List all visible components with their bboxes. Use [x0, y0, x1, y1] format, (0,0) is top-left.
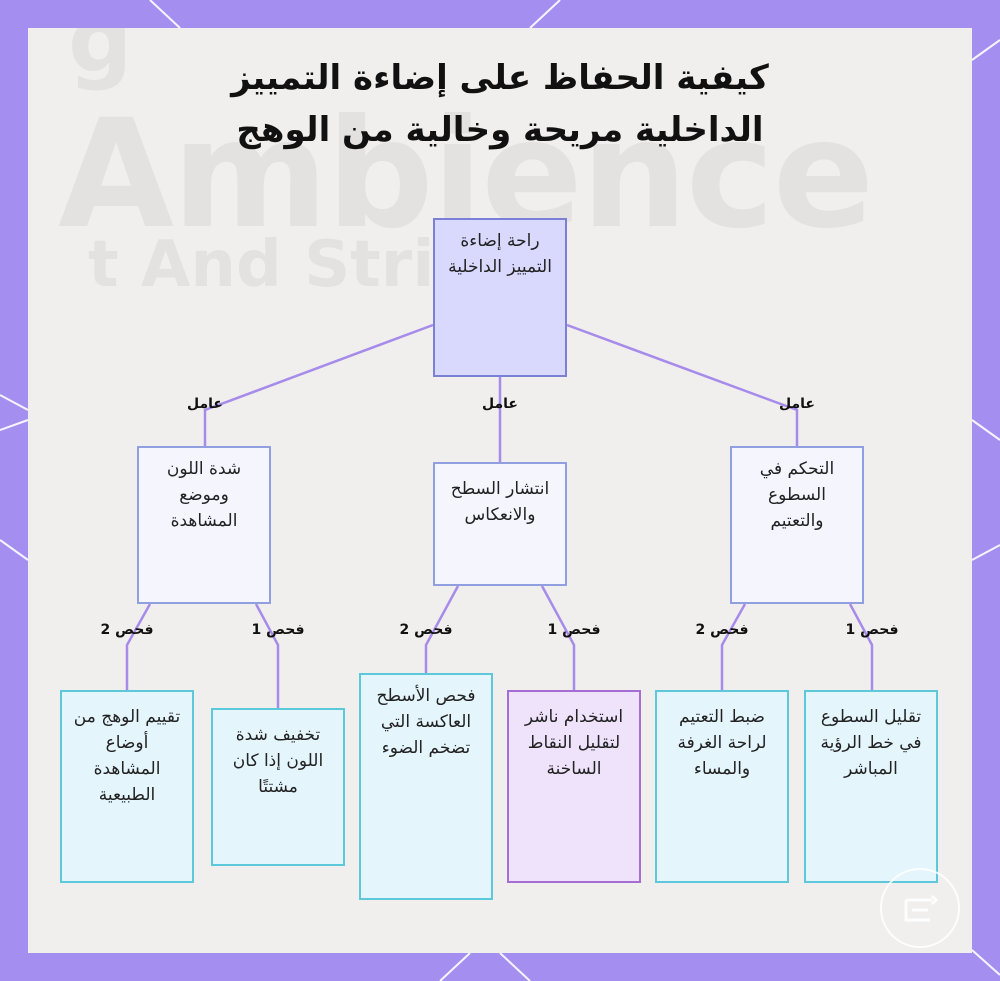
- connector-root-to-factor-3: [203, 323, 434, 446]
- connector-factor-3-check-1: [254, 603, 280, 708]
- check-node-3-1: تخفيف شدة اللون إذا كان مشتتًا: [211, 708, 345, 866]
- connector-factor-3-check-2: [125, 603, 152, 690]
- connector-factor-1-check-1: [848, 603, 874, 690]
- factor-node-1: التحكم في السطوع والتعتيم: [730, 446, 864, 604]
- page-title: كيفية الحفاظ على إضاءة التمييز الداخلية …: [150, 52, 850, 156]
- check-node-2-1: استخدام ناشر لتقليل النقاط الساخنة: [507, 690, 641, 883]
- edge-label-factor-1-check-1: فحص 1: [845, 622, 899, 638]
- edge-label-factor-1: عامل: [779, 396, 815, 412]
- connector-root-to-factor-1: [566, 323, 799, 446]
- edge-label-factor-3: عامل: [187, 396, 223, 412]
- brand-logo-icon: [880, 868, 960, 948]
- title-line-1: كيفية الحفاظ على إضاءة التمييز: [231, 58, 769, 98]
- edge-label-factor-1-check-2: فحص 2: [695, 622, 749, 638]
- edge-label-factor-3-check-2: فحص 2: [100, 622, 154, 638]
- check-node-1-1: تقليل السطوع في خط الرؤية المباشر: [804, 690, 938, 883]
- connector-factor-1-check-2: [720, 603, 747, 690]
- check-node-3-2: تقييم الوهج من أوضاع المشاهدة الطبيعية: [60, 690, 194, 883]
- edge-label-factor-2: عامل: [482, 396, 518, 412]
- factor-node-2: انتشار السطح والانعكاس: [433, 462, 567, 586]
- edge-label-factor-3-check-1: فحص 1: [251, 622, 305, 638]
- check-node-1-2: ضبط التعتيم لراحة الغرفة والمساء: [655, 690, 789, 883]
- factor-node-3: شدة اللون وموضع المشاهدة: [137, 446, 271, 604]
- logo-mark-icon: [904, 894, 939, 922]
- edge-label-factor-2-check-1: فحص 1: [547, 622, 601, 638]
- title-line-2: الداخلية مريحة وخالية من الوهج: [236, 110, 764, 150]
- connector-factor-2-check-2: [424, 585, 460, 673]
- edge-label-factor-2-check-2: فحص 2: [399, 622, 453, 638]
- connector-factor-2-check-1: [540, 585, 576, 690]
- check-node-2-2: فحص الأسطح العاكسة التي تضخم الضوء: [359, 673, 493, 900]
- root-node: راحة إضاءة التمييز الداخلية: [433, 218, 567, 377]
